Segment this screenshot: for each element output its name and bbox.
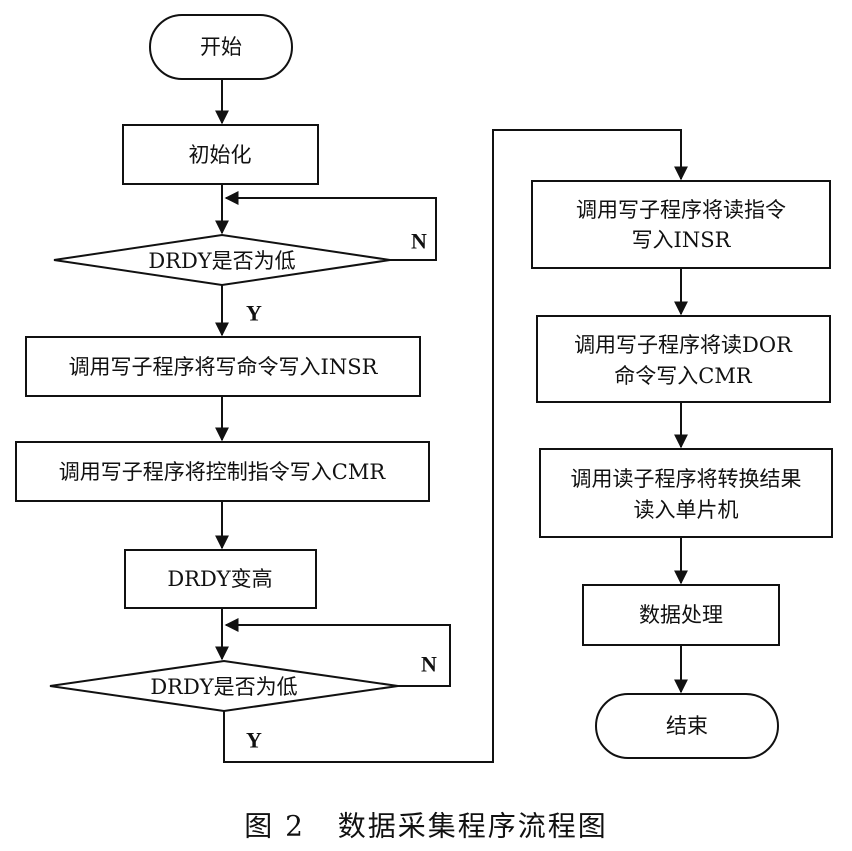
end-terminal: [595, 693, 779, 759]
write-ctrl-label: 调用写子程序将控制指令写入CMR: [59, 460, 387, 484]
end-label: 结束: [666, 714, 708, 738]
write-cmd-label: 调用写子程序将写命令写入INSR: [69, 355, 379, 379]
write-dor-label-line2: 命令写入CMR: [614, 364, 753, 388]
check2-yes-label: Y: [246, 728, 262, 753]
arrow-check2-writeread: [223, 129, 688, 763]
check2-no-label: N: [421, 652, 437, 677]
write-read-box: [531, 180, 831, 269]
read-label-line1: 调用读子程序将转换结果: [571, 467, 802, 491]
loop-check2-no: [224, 618, 451, 687]
check2-label: DRDY是否为低: [150, 675, 297, 699]
check1-label: DRDY是否为低: [148, 249, 295, 273]
loop-check1-no: [224, 191, 437, 261]
write-dor-label-line1: 调用写子程序将读DOR: [574, 333, 793, 357]
figure-caption: 图 2 数据采集程序流程图: [244, 810, 607, 843]
drdy-high-box: [124, 549, 317, 609]
process-label: 数据处理: [639, 603, 723, 627]
read-box: [539, 448, 833, 538]
start-label: 开始: [200, 35, 242, 59]
init-label: 初始化: [189, 143, 252, 167]
check1-yes-label: Y: [246, 301, 262, 326]
write-read-label-line1: 调用写子程序将读指令: [576, 198, 786, 222]
read-label-line2: 读入单片机: [634, 498, 739, 522]
drdy-high-label: DRDY变高: [167, 567, 272, 591]
init-box: [122, 124, 319, 185]
write-dor-box: [536, 315, 831, 403]
check1-no-label: N: [411, 229, 427, 254]
write-read-label-line2: 写入INSR: [632, 228, 732, 252]
